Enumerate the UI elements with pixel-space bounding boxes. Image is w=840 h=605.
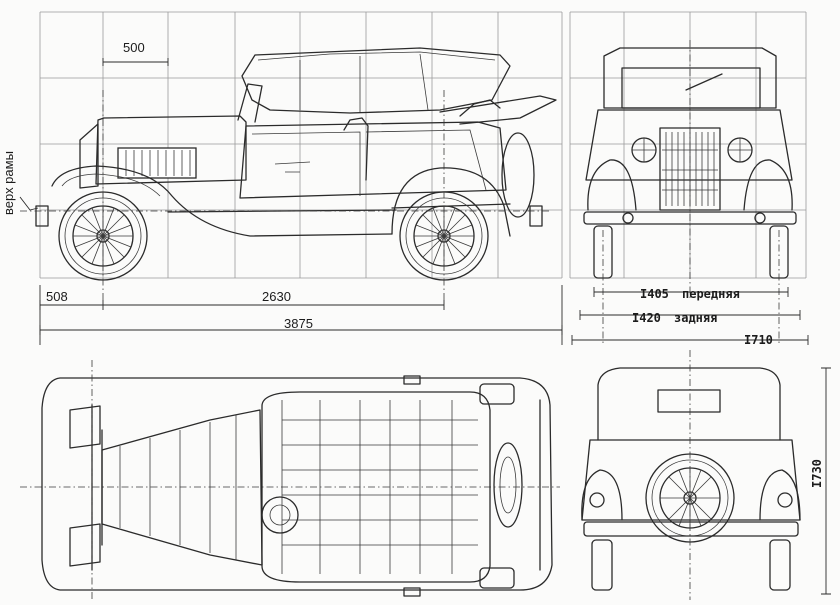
dim-1405-label: I405 <box>640 287 669 301</box>
dim-2630-label: 2630 <box>262 289 291 304</box>
hood-louvers <box>117 147 197 179</box>
frame-top-label: верх рамы <box>1 151 16 215</box>
top-view <box>20 360 560 600</box>
front-dimensions <box>571 287 809 345</box>
dim-1405-word: передняя <box>682 287 740 301</box>
dim-1710-label: I710 <box>744 333 773 347</box>
side-dimensions <box>39 285 563 345</box>
dim-1420-label: I420 <box>632 311 661 325</box>
dim-3875-label: 3875 <box>284 316 313 331</box>
side-view <box>20 47 557 300</box>
dim-1420-word: задняя <box>674 311 717 325</box>
rear-view <box>581 350 801 600</box>
front-view <box>583 40 797 345</box>
dim-1730-label: I730 <box>810 459 824 488</box>
dim-508-label: 508 <box>46 289 68 304</box>
side-view-grid <box>39 11 563 279</box>
dim-500-label: 500 <box>123 40 145 55</box>
